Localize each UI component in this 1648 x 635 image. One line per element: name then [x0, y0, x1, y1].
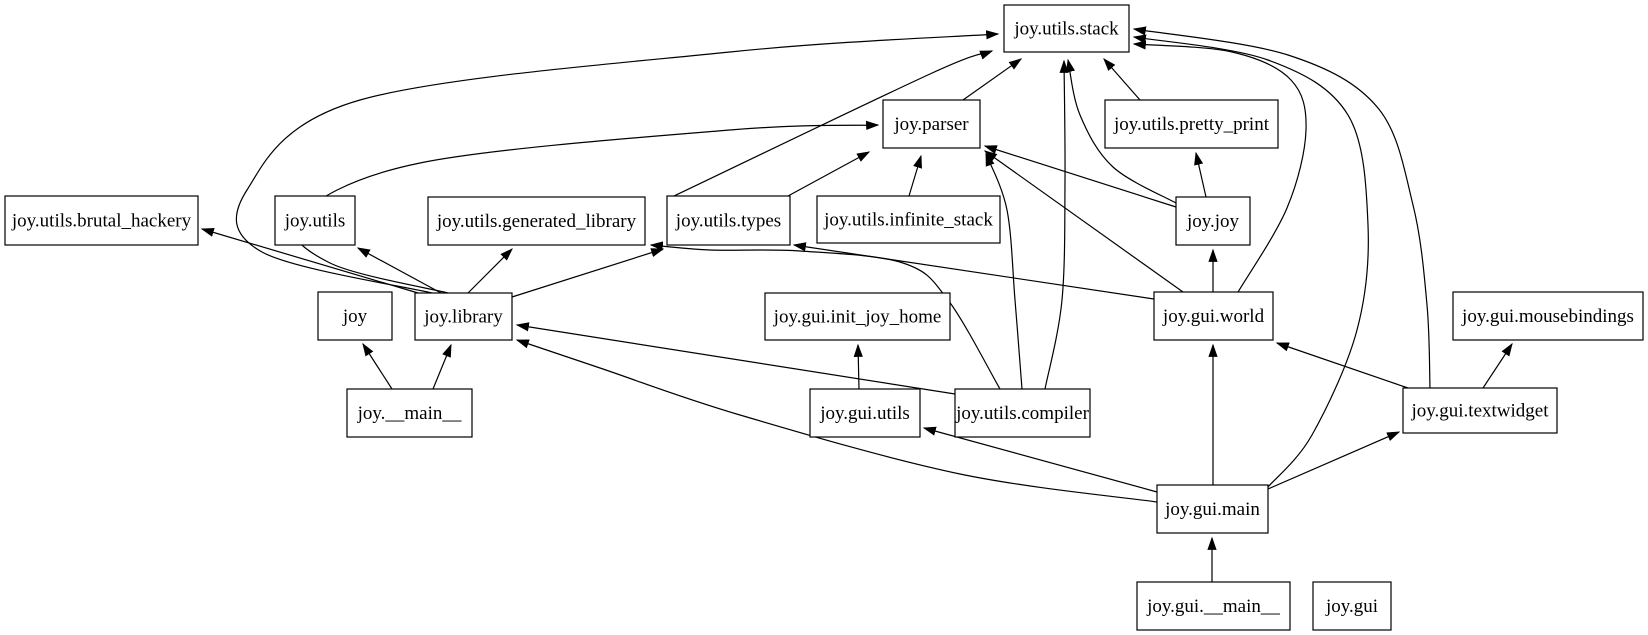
node-label-joy-gui: joy.gui: [1325, 596, 1378, 617]
node-joy-parser: joy.parser: [882, 99, 981, 149]
node-box-joy-gui-main: [1156, 484, 1269, 534]
edge-joy-gui-textwidget-to-joy-gui-mousebindings: [1482, 342, 1513, 389]
node-label-joy-utils-compiler: joy.utils.compiler: [955, 403, 1089, 424]
node-label-joy-utils: joy.utils: [284, 211, 346, 232]
node-box-joy-gui: [1312, 581, 1392, 631]
node-label-joy: joy: [342, 306, 368, 327]
edge-joy-joy-to-joy-parser: [983, 145, 1177, 208]
node-joy-gui-init-joy-home: joy.gui.init_joy_home: [764, 292, 951, 341]
node-box-joy-utils-brutal-hackery: [4, 195, 199, 246]
node-label-joy-parser: joy.parser: [893, 114, 969, 135]
node-label-joy-utils-types: joy.utils.types: [675, 211, 781, 232]
node-joy-gui-world: joy.gui.world: [1153, 291, 1274, 341]
edge-joy-parser-to-joy-utils-stack: [962, 58, 1023, 101]
node-joy-utils-pretty-print: joy.utils.pretty_print: [1104, 99, 1279, 149]
node-joy-gui-main: joy.gui.__main__: [1136, 581, 1291, 631]
node-box-joy-library: [414, 292, 513, 341]
node-joy-utils: joy.utils: [274, 195, 356, 246]
edge-joy-library-to-joy-utils-brutal-hackery: [200, 227, 419, 294]
node-box-joy-utils-types: [666, 195, 791, 246]
node-label-joy-gui-main: joy.gui.main: [1164, 499, 1260, 520]
node-label-joy-library: joy.library: [423, 307, 503, 328]
node-joy-gui-utils: joy.gui.utils: [809, 388, 921, 438]
edge-joy-utils-compiler-to-joy-library: [515, 322, 956, 395]
node-box-joy-utils-compiler: [954, 388, 1091, 438]
edge-joy-utils-infinite-stack-to-joy-parser: [908, 154, 923, 197]
edges-layer: [200, 26, 1513, 582]
node-box-joy-utils: [274, 195, 356, 246]
node-joy-main: joy.__main__: [346, 388, 473, 438]
node-box-joy-gui-textwidget: [1402, 387, 1558, 434]
edge-joy-gui-main-to-joy-gui-textwidget: [1267, 431, 1401, 490]
node-label-joy-utils-brutal-hackery: joy.utils.brutal_hackery: [11, 211, 192, 232]
node-joy-utils-generated-library: joy.utils.generated_library: [427, 196, 646, 246]
node-joy-utils-types: joy.utils.types: [666, 195, 791, 246]
node-box-joy-utils-generated-library: [427, 196, 646, 246]
node-label-joy-gui-mousebindings: joy.gui.mousebindings: [1461, 306, 1634, 327]
node-box-joy-joy: [1175, 196, 1251, 246]
edge-joy-joy-to-joy-utils-stack: [1066, 58, 1177, 204]
node-box-joy-utils-stack: [1003, 4, 1130, 53]
edge-joy-library-to-joy-utils-types: [511, 248, 665, 298]
edge-joy-gui-main-to-joy-gui-utils: [922, 426, 1158, 493]
node-label-joy-gui-world: joy.gui.world: [1162, 306, 1265, 327]
edge-joy-library-to-joy-utils-stack: [235, 30, 1000, 294]
edge-joy-joy-to-joy-utils-pretty-print: [1194, 151, 1207, 198]
node-label-joy-utils-infinite-stack: joy.utils.infinite_stack: [823, 210, 993, 231]
node-box-joy-gui-world: [1153, 291, 1274, 341]
node-box-joy: [317, 291, 393, 341]
edge-joy-gui-textwidget-to-joy-gui-world: [1275, 342, 1409, 389]
node-box-joy-parser: [882, 99, 981, 149]
node-label-joy-gui-init-joy-home: joy.gui.init_joy_home: [773, 307, 942, 328]
node-joy-utils-compiler: joy.utils.compiler: [954, 388, 1091, 438]
edge-joy-library-to-joy-utils: [356, 247, 442, 294]
edge-joy-library-to-joy-parser: [292, 120, 880, 294]
node-joy-utils-stack: joy.utils.stack: [1003, 4, 1130, 53]
node-label-joy-gui-textwidget: joy.gui.textwidget: [1410, 401, 1549, 422]
node-joy-gui-main: joy.gui.main: [1156, 484, 1269, 534]
edge-joy-library-to-joy-utils-generated-library: [467, 248, 513, 294]
edge-joy-gui-main-to-joy-utils-stack: [1132, 34, 1369, 488]
node-label-joy-utils-stack: joy.utils.stack: [1013, 19, 1119, 40]
node-box-joy-gui-init-joy-home: [764, 292, 951, 341]
node-box-joy-gui-main: [1136, 581, 1291, 631]
node-joy-library: joy.library: [414, 292, 513, 341]
node-label-joy-gui-main: joy.gui.__main__: [1146, 596, 1280, 617]
edge-joy-main-to-joy: [362, 342, 393, 390]
edge-joy-utils-pretty-print-to-joy-utils-stack: [1103, 58, 1141, 101]
edge-joy-main-to-joy-library: [432, 343, 452, 390]
nodes-layer: joy.utils.stack joy.parser joy.utils.prett…: [4, 4, 1644, 631]
node-label-joy-utils-pretty-print: joy.utils.pretty_print: [1113, 114, 1270, 135]
edge-joy-gui-textwidget-to-joy-utils-stack: [1132, 26, 1431, 389]
node-box-joy-main: [346, 388, 473, 438]
node-box-joy-utils-pretty-print: [1104, 99, 1279, 149]
edge-joy-utils-types-to-joy-parser: [787, 151, 871, 197]
node-joy-utils-infinite-stack: joy.utils.infinite_stack: [816, 195, 1001, 244]
edge-joy-gui-utils-to-joy-gui-init-joy-home: [853, 343, 863, 390]
node-joy-gui-textwidget: joy.gui.textwidget: [1402, 387, 1558, 434]
edge-joy-utils-types-to-joy-utils-stack: [673, 50, 994, 197]
node-joy-joy: joy.joy: [1175, 196, 1251, 246]
edge-joy-gui-world-to-joy-utils-types: [792, 242, 1155, 300]
node-label-joy-utils-generated-library: joy.utils.generated_library: [436, 211, 637, 232]
node-box-joy-gui-utils: [809, 388, 921, 438]
node-box-joy-gui-mousebindings: [1452, 291, 1644, 341]
node-label-joy-gui-utils: joy.gui.utils: [819, 403, 910, 424]
edge-joy-utils-compiler-to-joy-utils-stack: [1044, 59, 1069, 390]
node-label-joy-main: joy.__main__: [357, 403, 462, 424]
node-joy: joy: [317, 291, 393, 341]
node-joy-gui-mousebindings: joy.gui.mousebindings: [1452, 291, 1644, 341]
node-joy-utils-brutal-hackery: joy.utils.brutal_hackery: [4, 195, 199, 246]
node-box-joy-utils-infinite-stack: [816, 195, 1001, 244]
node-label-joy-joy: joy.joy: [1186, 211, 1240, 232]
edge-joy-utils-compiler-to-joy-parser: [985, 152, 1023, 390]
edge-joy-gui-world-to-joy-parser: [983, 150, 1184, 293]
edge-joy-gui-main-to-joy-library: [515, 339, 1158, 503]
edge-joy-gui-world-to-joy-utils-stack: [1132, 40, 1307, 293]
node-joy-gui: joy.gui: [1312, 581, 1392, 631]
